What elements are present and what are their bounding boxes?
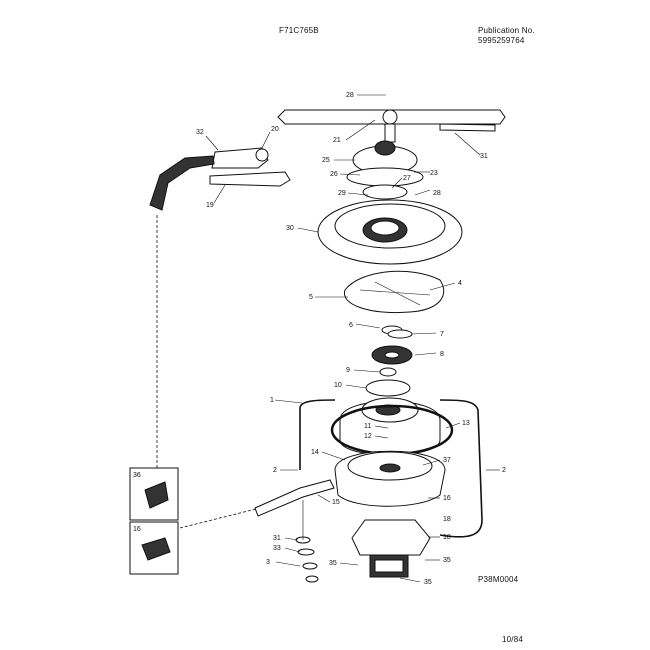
callout-6: 6 [349,322,353,329]
callout-31-top: 31 [480,153,488,160]
motor-housing [334,450,446,507]
leader-lines [205,94,500,583]
callout-16: 16 [443,495,451,502]
callout-35-left: 35 [329,560,337,567]
pump-housing-top [317,199,463,265]
callout-16-box: 16 [133,526,141,533]
callout-4: 4 [458,280,462,287]
callout-33: 33 [273,545,281,552]
callout-labels: 28 31 21 25 26 23 27 29 28 30 4 5 6 7 8 … [133,92,506,586]
callout-28-mid: 28 [433,190,441,197]
motor [351,519,431,578]
callout-29: 29 [338,190,346,197]
pump-body [330,379,454,456]
callout-9: 9 [346,367,350,374]
callout-36: 36 [133,472,141,479]
page-number: 10/84 [502,635,524,644]
callout-26: 26 [330,171,338,178]
part-box-16 [129,521,179,575]
upper-spray-arm [277,109,506,143]
callout-18-upper: 18 [443,534,451,541]
upper-bracket [149,147,291,211]
supply-hose [299,399,483,538]
callout-21: 21 [333,137,341,144]
callout-12: 12 [364,433,372,440]
callout-15: 15 [332,499,340,506]
callout-35-right: 35 [443,557,451,564]
callout-37: 37 [443,457,451,464]
callout-13: 13 [462,420,470,427]
callout-27: 27 [403,175,411,182]
callout-7: 7 [440,331,444,338]
callout-11: 11 [364,423,371,430]
callout-10: 10 [334,382,342,389]
part-box-36 [129,467,179,521]
callout-30: 30 [286,225,294,232]
publication-label: Publication No. [478,26,535,35]
callout-23: 23 [430,170,438,177]
spray-disc [346,140,424,200]
filter-plate [344,270,445,314]
callout-28-top: 28 [346,92,354,99]
figure-code: P38M0004 [478,575,519,584]
seal-stack [371,325,413,377]
callout-14: 14 [311,449,319,456]
drain-hose [254,479,335,517]
callout-35-bottom: 35 [424,579,432,586]
callout-25: 25 [322,157,330,164]
publication-number: 5995259764 [478,36,525,45]
callout-31-low: 31 [273,535,281,542]
callout-18-lower: 18 [443,516,451,523]
callout-8: 8 [440,351,444,358]
box-link-line [179,507,261,529]
callout-1: 1 [270,397,274,404]
callout-5: 5 [309,294,313,301]
callout-20: 20 [271,126,279,133]
callout-19: 19 [206,202,214,209]
model-number: F71C765B [279,26,319,35]
callout-2-left: 2 [273,467,277,474]
callout-32: 32 [196,129,204,136]
callout-2-right: 2 [502,467,506,474]
callout-3: 3 [266,559,270,566]
hardware-stack [295,500,319,583]
